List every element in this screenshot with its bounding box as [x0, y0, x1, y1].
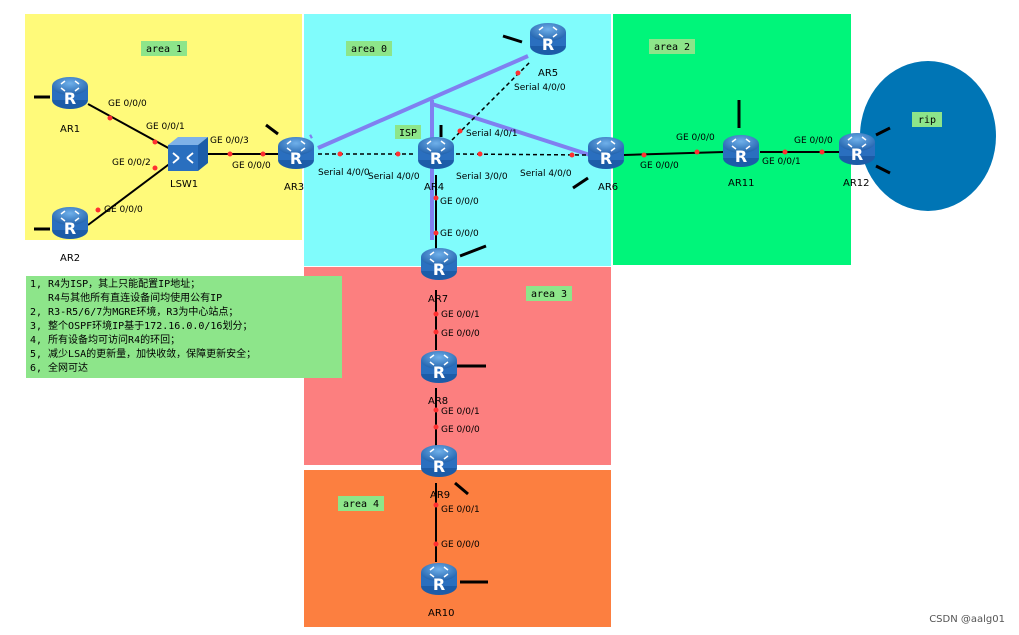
if-ar8-ge000: GE 0/0/0: [441, 329, 480, 339]
requirements-notes: 1, R4为ISP，其上只能配置IP地址； R4与其他所有直连设备间均使用公有I…: [26, 276, 342, 378]
stub-lines: [34, 34, 891, 584]
if-ar9-ge001: GE 0/0/1: [441, 505, 480, 515]
router-ar7-icon[interactable]: [420, 247, 458, 281]
port-dots: [95, 70, 825, 547]
device-label-ar1: AR1: [60, 124, 80, 135]
device-label-ar9: AR9: [430, 490, 450, 501]
note-line: 1, R4为ISP，其上只能配置IP地址；: [30, 279, 201, 290]
area1-tag: area 1: [146, 44, 182, 55]
note-line: R4与其他所有直连设备间均使用公有IP: [30, 293, 223, 304]
if-ar4-ge000: GE 0/0/0: [440, 197, 479, 207]
if-ar6-ge000: GE 0/0/0: [640, 161, 679, 171]
router-ar5-icon[interactable]: [529, 22, 567, 56]
note-line: 2, R3-R5/6/7为MGRE环境，R3为中心站点；: [30, 307, 239, 318]
router-ar9-icon[interactable]: [420, 444, 458, 478]
area4-tag: area 4: [343, 499, 379, 510]
if-lsw-ge002: GE 0/0/2: [112, 158, 151, 168]
if-ar6-s400: Serial 4/0/0: [520, 169, 572, 179]
if-ar7-ge001: GE 0/0/1: [441, 310, 480, 320]
if-ar2-ge000: GE 0/0/0: [104, 205, 143, 215]
watermark: CSDN @aalg01: [929, 614, 1005, 625]
area3-tag: area 3: [531, 289, 567, 300]
device-label-ar4: AR4: [424, 182, 444, 193]
area2-tag: area 2: [654, 42, 690, 53]
router-ar1-icon[interactable]: [51, 76, 89, 110]
device-label-ar3: AR3: [284, 182, 304, 193]
if-ar5-s400: Serial 4/0/0: [514, 83, 566, 93]
if-ar12-ge000: GE 0/0/0: [794, 136, 833, 146]
physical-links: [87, 103, 840, 562]
device-label-ar10: AR10: [428, 608, 455, 619]
if-ar3-s400: Serial 4/0/0: [318, 168, 370, 178]
note-line: 4, 所有设备均可访问R4的环回；: [30, 335, 181, 346]
rip-tag: rip: [918, 115, 936, 126]
rip-region: [860, 61, 996, 211]
device-label-ar8: AR8: [428, 396, 448, 407]
device-label-ar12: AR12: [843, 178, 870, 189]
if-ar1-ge000: GE 0/0/0: [108, 99, 147, 109]
area0-tag: area 0: [351, 44, 387, 55]
router-ar12-icon[interactable]: [838, 132, 876, 166]
if-ar11-ge000: GE 0/0/0: [676, 133, 715, 143]
router-ar2-icon[interactable]: [51, 206, 89, 240]
note-line: 5, 减少LSA的更新量，加快收敛，保障更新安全；: [30, 349, 257, 360]
router-ar10-icon[interactable]: [420, 562, 458, 596]
if-ar11-ge001: GE 0/0/1: [762, 157, 801, 167]
device-label-ar2: AR2: [60, 253, 80, 264]
router-ar11-icon[interactable]: [722, 134, 760, 168]
router-ar8-icon[interactable]: [420, 350, 458, 384]
device-label-ar11: AR11: [728, 178, 755, 189]
router-ar6-icon[interactable]: [587, 136, 625, 170]
router-ar3-icon[interactable]: [277, 136, 315, 170]
note-line: 3, 整个OSPF环境IP基于172.16.0.0/16划分；: [30, 321, 253, 332]
mgre-tunnels: [309, 54, 591, 240]
note-line: 6, 全网可达: [30, 363, 89, 374]
if-ar4-s300: Serial 3/0/0: [456, 172, 508, 182]
if-ar4-s400: Serial 4/0/0: [368, 172, 420, 182]
if-lsw-ge003: GE 0/0/3: [210, 136, 249, 146]
if-ar9-ge000: GE 0/0/0: [441, 425, 480, 435]
device-label-ar7: AR7: [428, 294, 448, 305]
router-ar4-icon[interactable]: [417, 136, 455, 170]
device-label-ar5: AR5: [538, 68, 558, 79]
device-label-lsw1: LSW1: [170, 179, 198, 190]
switch-lsw1-icon[interactable]: [168, 137, 208, 171]
if-ar7-ge000: GE 0/0/0: [440, 229, 479, 239]
if-ar8-ge001: GE 0/0/1: [441, 407, 480, 417]
if-ar10-ge000: GE 0/0/0: [441, 540, 480, 550]
isp-tag: ISP: [399, 128, 417, 139]
if-lsw-ge001: GE 0/0/1: [146, 122, 185, 132]
if-ar4-s401: Serial 4/0/1: [466, 129, 518, 139]
if-ar3-ge000: GE 0/0/0: [232, 161, 271, 171]
device-label-ar6: AR6: [598, 182, 618, 193]
